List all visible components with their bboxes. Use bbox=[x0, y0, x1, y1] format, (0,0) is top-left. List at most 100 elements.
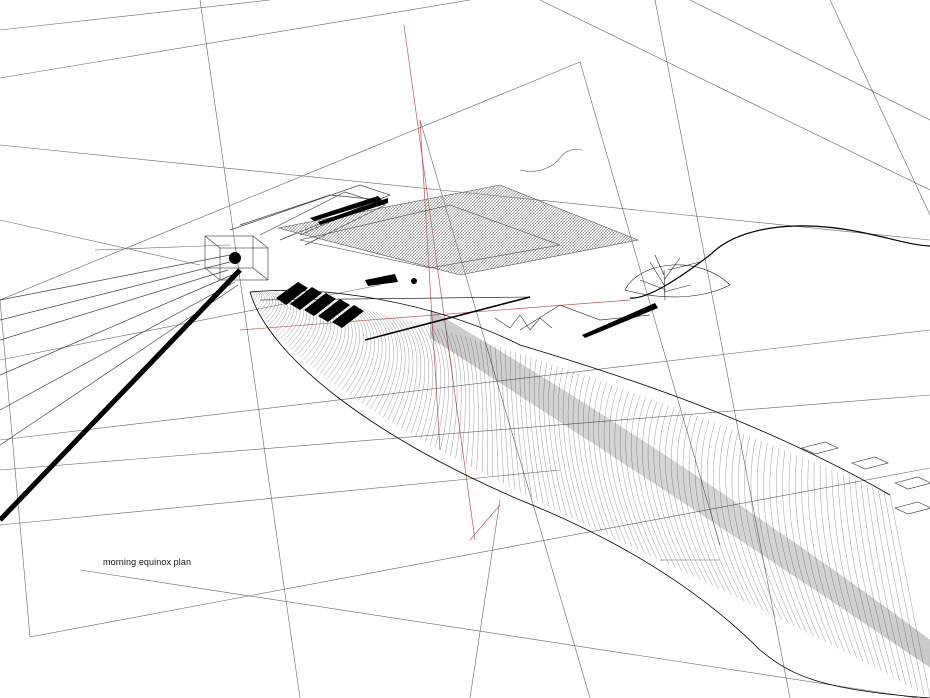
hull-fold-strand bbox=[429, 330, 930, 661]
hull-fold-strand bbox=[429, 319, 930, 650]
hull-strand bbox=[316, 299, 339, 372]
hull-strand bbox=[860, 482, 900, 682]
hull-strand bbox=[763, 443, 801, 630]
hull-strand bbox=[825, 467, 864, 662]
hull-strand bbox=[494, 345, 504, 484]
hull-strand bbox=[593, 380, 621, 542]
hull-strand bbox=[588, 378, 615, 539]
diagonal-beam bbox=[0, 268, 242, 522]
hull-strand bbox=[843, 474, 882, 672]
hull-strand bbox=[337, 303, 360, 388]
hull-strand bbox=[273, 292, 288, 331]
hull-fold-strand bbox=[429, 328, 930, 659]
hull-fold-strand bbox=[429, 309, 930, 641]
hull-strand bbox=[884, 492, 925, 695]
hull-strand bbox=[383, 313, 402, 418]
hull-strand bbox=[572, 373, 597, 530]
hull-strand bbox=[630, 394, 664, 562]
hull-strand bbox=[707, 422, 745, 602]
hull-fold-strand bbox=[429, 332, 930, 663]
hull-strand bbox=[265, 291, 276, 320]
caption-label: morning equinox plan bbox=[103, 557, 192, 567]
hull-strand bbox=[744, 436, 782, 620]
hull-strand bbox=[731, 431, 770, 614]
hull-strand bbox=[872, 487, 913, 688]
hull-strand bbox=[455, 333, 466, 462]
hull-strand bbox=[889, 494, 930, 698]
hull-strand bbox=[533, 358, 550, 507]
hull-strand bbox=[441, 329, 454, 454]
hull-strand bbox=[303, 296, 324, 361]
hull-fold-strand bbox=[429, 337, 930, 668]
hull-strand bbox=[405, 319, 422, 431]
thin-squiggle bbox=[519, 148, 583, 172]
hull-strand bbox=[603, 384, 633, 548]
hull-strand bbox=[414, 321, 429, 437]
hull-strand bbox=[665, 407, 701, 580]
hull-outline-bottom bbox=[249, 291, 930, 698]
hull-strand bbox=[418, 323, 433, 440]
hull-strand bbox=[807, 459, 845, 652]
hull-strand bbox=[831, 469, 870, 665]
hull-strand bbox=[538, 360, 555, 510]
hull-fold-strand bbox=[429, 311, 930, 642]
hull-fold-strand bbox=[429, 316, 930, 647]
hull-strand bbox=[738, 433, 776, 617]
hull-fold-strand bbox=[429, 315, 930, 646]
hull-strand bbox=[619, 390, 651, 556]
hull-strand bbox=[757, 440, 795, 627]
hull-strand bbox=[423, 324, 437, 442]
hull-strand bbox=[598, 382, 627, 545]
hull-strand bbox=[261, 291, 271, 315]
step-markers bbox=[801, 441, 930, 515]
hull-strand bbox=[813, 462, 851, 655]
hull-strand bbox=[365, 309, 387, 407]
hull-strand bbox=[378, 312, 398, 415]
hull-strand bbox=[250, 291, 253, 295]
hull-fold-strand bbox=[429, 335, 930, 666]
hull-fold-strand bbox=[429, 313, 930, 644]
hull-fold-strand bbox=[429, 333, 930, 664]
hull-strand bbox=[392, 316, 410, 423]
hull-strand bbox=[801, 457, 839, 649]
hull-strand bbox=[460, 335, 470, 465]
hull-strand bbox=[341, 304, 364, 391]
hull-strand bbox=[504, 349, 516, 490]
hull-fold-strand bbox=[429, 322, 930, 653]
wire-box bbox=[204, 235, 269, 281]
hull-strand bbox=[567, 371, 591, 527]
hull-strand bbox=[252, 291, 255, 298]
hull-strand bbox=[583, 377, 609, 536]
hull-strand bbox=[309, 298, 331, 366]
hull-fold-strand bbox=[429, 325, 930, 657]
tree-sketch bbox=[624, 254, 731, 301]
hatched-plane bbox=[277, 184, 640, 276]
hull-fold-strand bbox=[429, 328, 930, 660]
hull-strand bbox=[642, 398, 676, 568]
hull-strand bbox=[548, 364, 567, 516]
hull-strand bbox=[306, 297, 328, 363]
hull-fold-strand bbox=[429, 312, 930, 643]
hull-fold-strand bbox=[429, 334, 930, 665]
hull-strand bbox=[682, 413, 720, 590]
hull-strand bbox=[562, 369, 585, 524]
hull-strand bbox=[254, 291, 260, 304]
hull-strand bbox=[300, 296, 321, 358]
hull-fold-strand bbox=[429, 317, 930, 648]
hull-strand bbox=[396, 317, 414, 426]
hull-strand bbox=[374, 311, 394, 412]
hull-strand bbox=[519, 353, 532, 498]
hull-fold-strand bbox=[429, 320, 930, 651]
hull-fold-strand bbox=[429, 323, 930, 655]
hull-strand bbox=[275, 292, 291, 334]
hull-strand bbox=[387, 315, 406, 420]
hull-strand bbox=[401, 318, 418, 429]
swept-hull-surface bbox=[249, 291, 930, 698]
hull-strand bbox=[479, 341, 488, 476]
plane-outline bbox=[299, 204, 561, 269]
hull-fold-strand bbox=[429, 321, 930, 653]
hull-strand bbox=[515, 352, 527, 496]
small-dot bbox=[411, 278, 417, 284]
hull-strand bbox=[370, 310, 391, 410]
hull-strand bbox=[259, 291, 268, 312]
